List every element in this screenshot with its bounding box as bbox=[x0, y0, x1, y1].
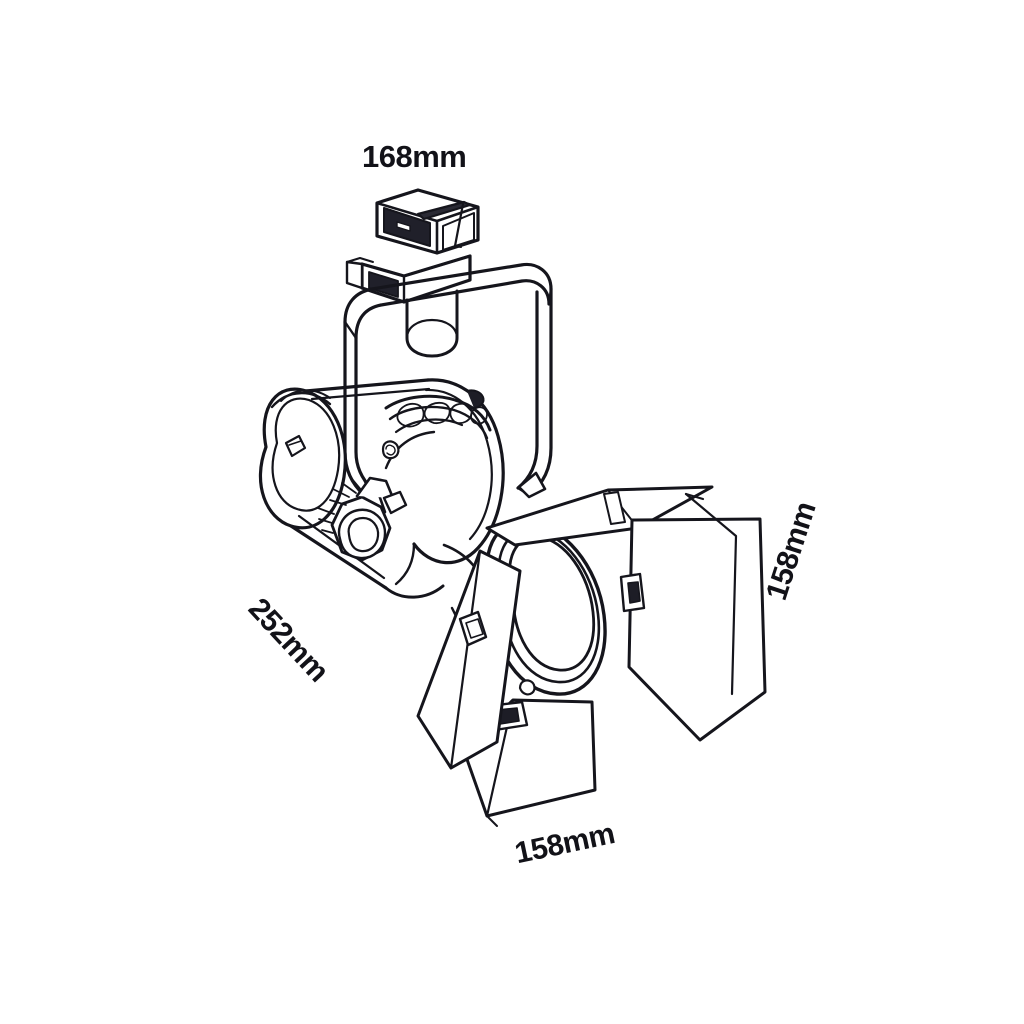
barn-door-right bbox=[619, 517, 767, 742]
barn-door-top bbox=[485, 485, 714, 547]
front-bezel-ring bbox=[442, 510, 607, 696]
dimension-line-bottom bbox=[486, 815, 498, 827]
yoke-bracket bbox=[343, 262, 553, 530]
track-adapter bbox=[345, 188, 480, 358]
dimension-line-right bbox=[684, 492, 738, 696]
heat-sink-fins bbox=[384, 389, 492, 440]
tilt-adjustment-knob bbox=[329, 476, 408, 562]
dimension-label-height: 168mm bbox=[362, 139, 467, 174]
cylindrical-housing bbox=[258, 378, 505, 599]
barn-door-left bbox=[416, 549, 522, 770]
